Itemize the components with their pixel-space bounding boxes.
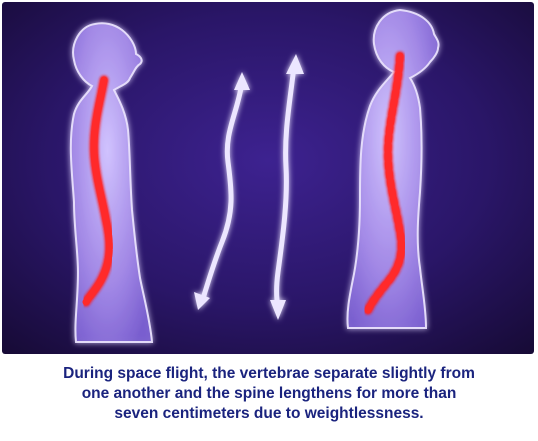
left-body-silhouette: [69, 22, 154, 343]
caption-line-2: one another and the spine lengthens for …: [81, 385, 457, 402]
caption-line-3: seven centimeters due to weightlessness.: [114, 405, 424, 422]
extension-arrow: [270, 54, 304, 320]
illustration-svg: [2, 2, 534, 354]
illustration-panel: [2, 2, 534, 354]
figure-caption: During space flight, the vertebrae separ…: [0, 364, 538, 424]
compression-arrow: [194, 72, 250, 310]
caption-line-1: During space flight, the vertebrae separ…: [63, 365, 475, 382]
